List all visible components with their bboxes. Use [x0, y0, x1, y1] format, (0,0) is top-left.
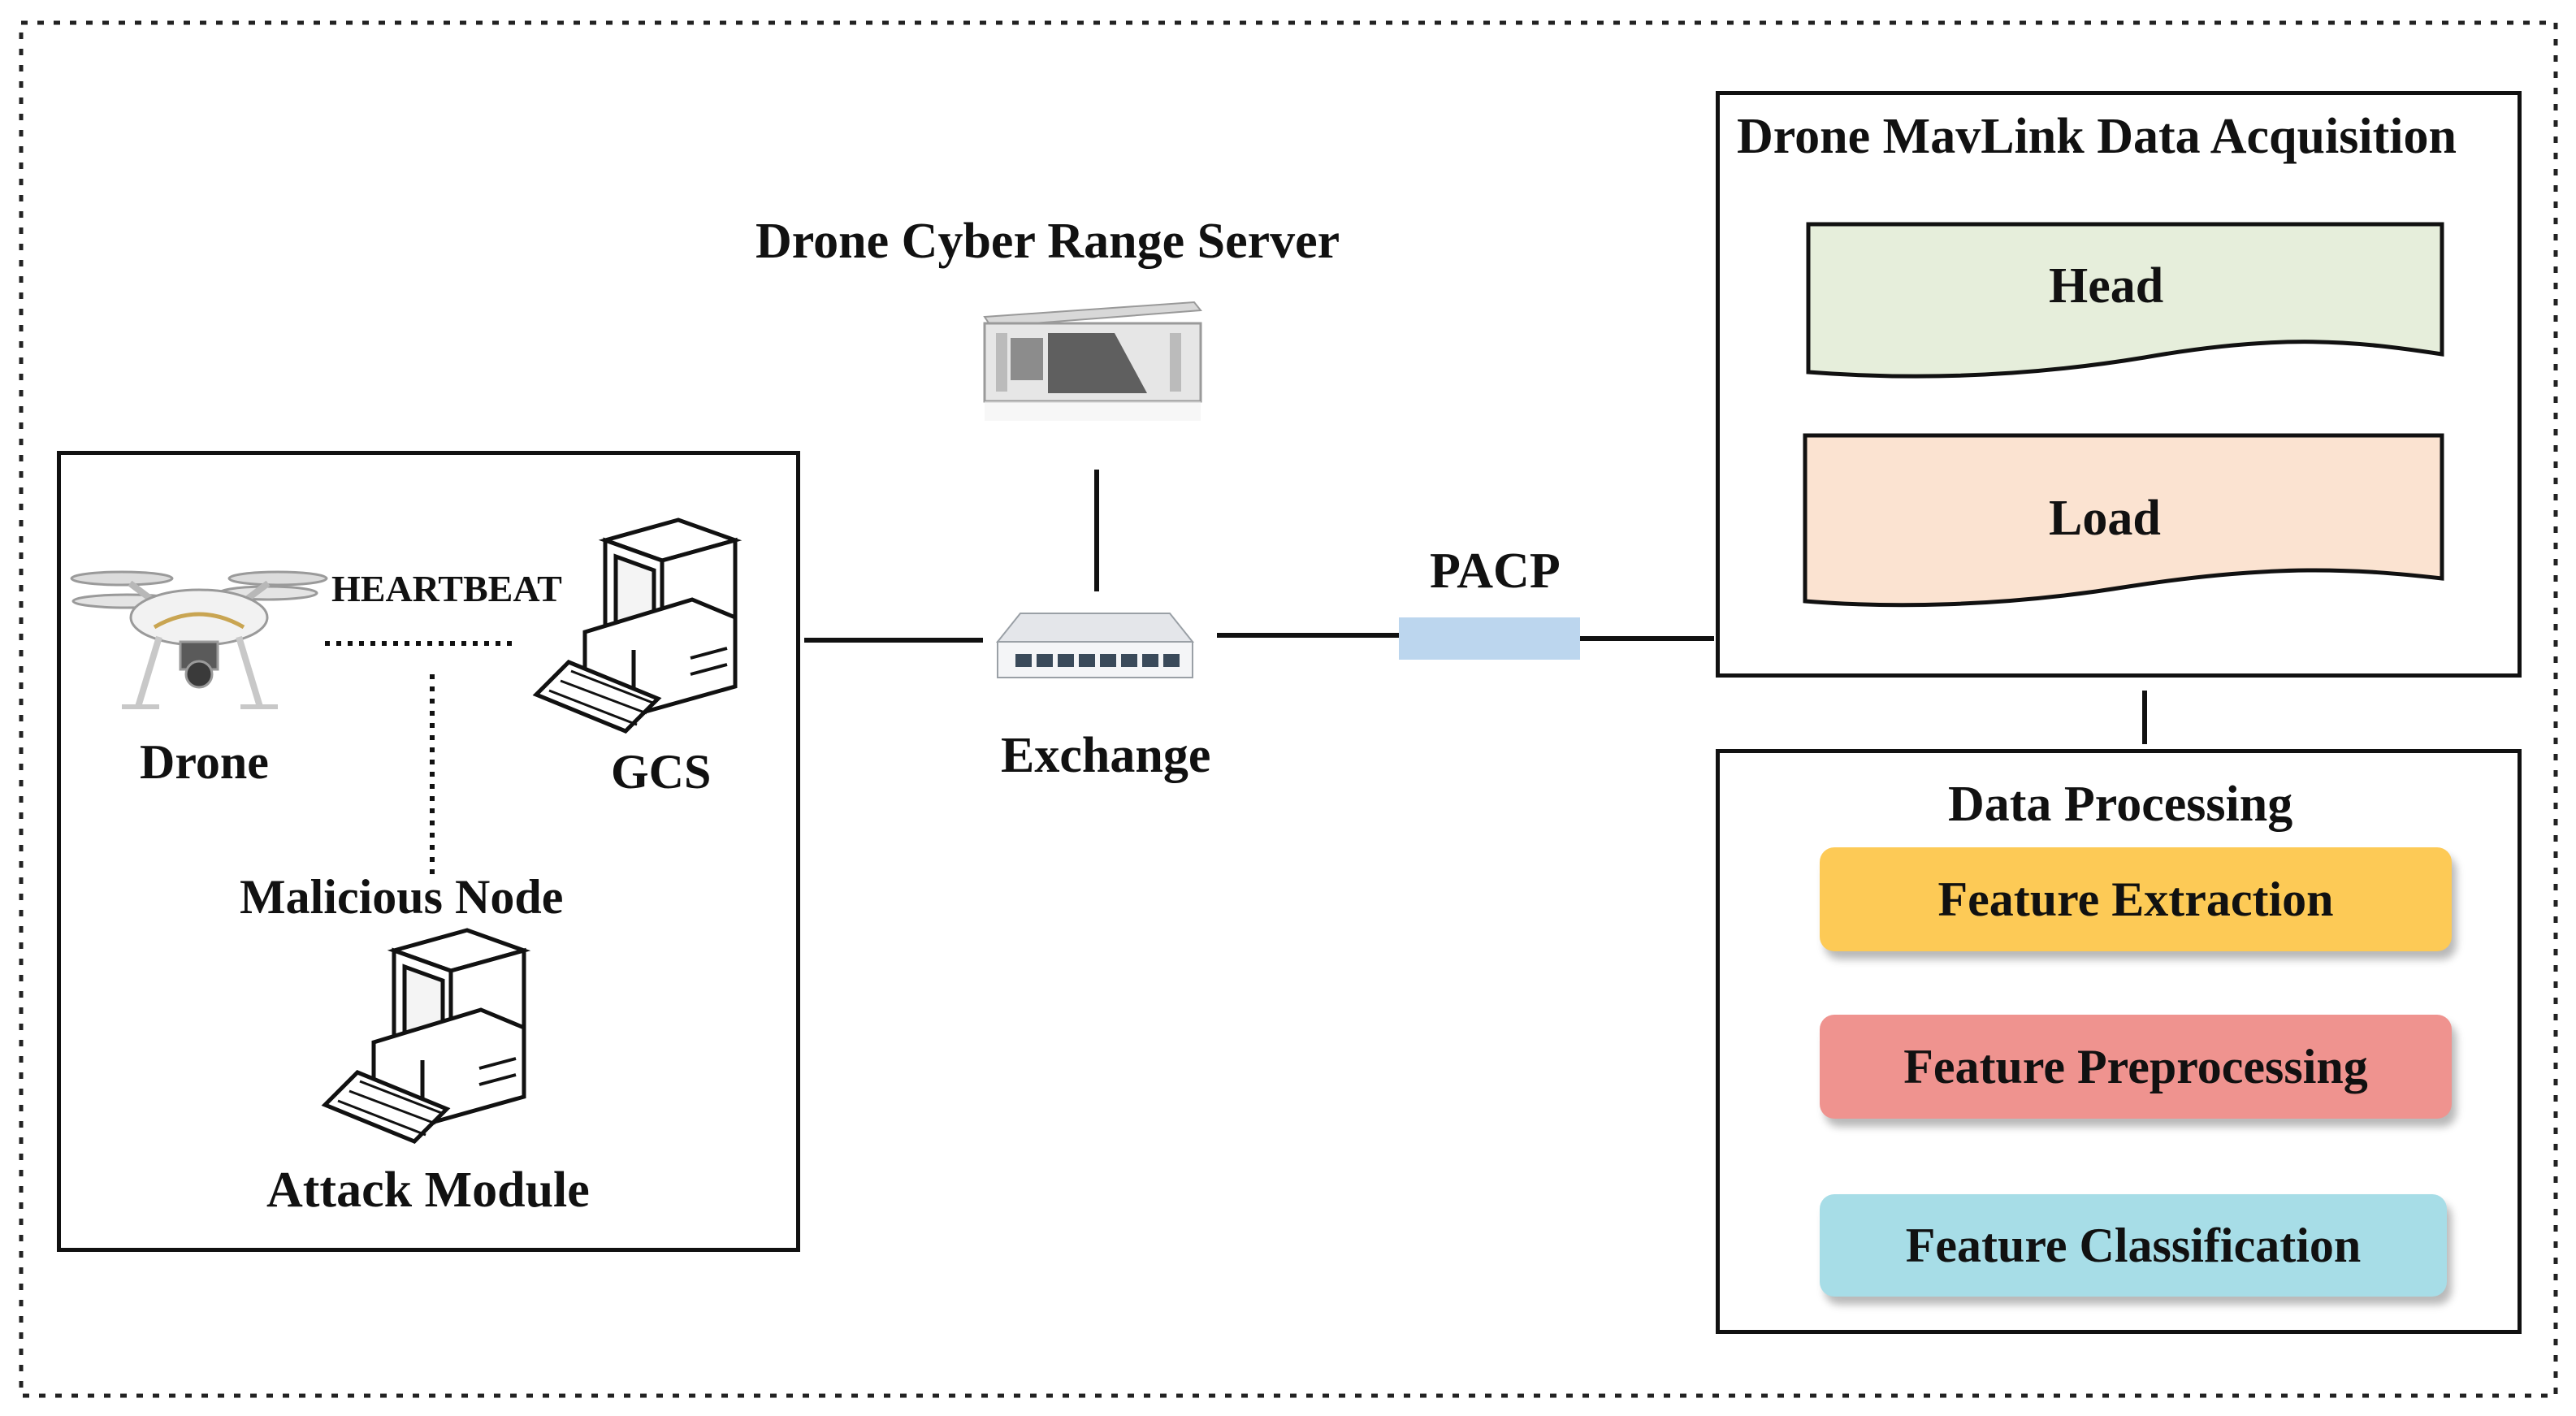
processing-box: [1716, 749, 2522, 1334]
attack-module-title: Attack Module: [266, 1163, 590, 1218]
feature-extraction-step: Feature Extraction: [1820, 847, 2452, 951]
head-shape: [1806, 222, 2444, 379]
gcs-computer-icon: [532, 517, 742, 734]
load-shape: [1803, 433, 2444, 608]
malicious-computer-icon: [321, 928, 531, 1144]
processing-title: Data Processing: [1948, 777, 2293, 832]
server-label: Drone Cyber Range Server: [755, 214, 1340, 269]
switch-icon: [995, 613, 1195, 678]
head-label: Head: [2049, 258, 2164, 314]
feature-preprocessing-step: Feature Preprocessing: [1820, 1015, 2452, 1119]
gcs-label: GCS: [611, 745, 712, 799]
exchange-label: Exchange: [1001, 728, 1211, 783]
drone-icon: [70, 570, 328, 709]
server-icon: [983, 301, 1202, 421]
malicious-node-label: Malicious Node: [240, 870, 564, 924]
outer-frame: [19, 20, 2558, 1398]
feature-classification-label: Feature Classification: [1905, 1218, 2362, 1272]
feature-preprocessing-label: Feature Preprocessing: [1903, 1039, 2368, 1093]
acquisition-box: [1716, 91, 2522, 678]
feature-extraction-label: Feature Extraction: [1937, 872, 2334, 926]
feature-classification-step: Feature Classification: [1820, 1194, 2447, 1297]
attack-module-box: [57, 451, 800, 1252]
acquisition-title: Drone MavLink Data Acquisition: [1737, 109, 2457, 164]
drone-label: Drone: [140, 735, 269, 789]
pacp-band: [1399, 617, 1580, 660]
load-label: Load: [2049, 491, 2161, 546]
pacp-label: PACP: [1430, 543, 1561, 599]
heartbeat-label: HEARTBEAT: [331, 568, 562, 609]
